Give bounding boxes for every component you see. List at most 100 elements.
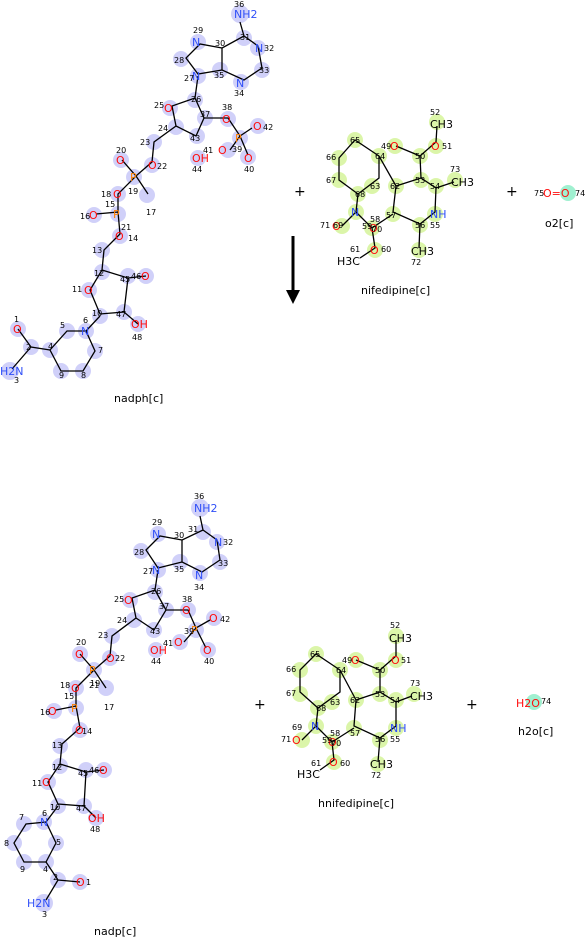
atom-number: 1 <box>86 878 91 887</box>
p-atom: P <box>71 702 78 715</box>
atom-number: 8 <box>4 839 9 848</box>
nadp-label: nadp[c] <box>94 925 136 937</box>
atom-number: 7 <box>98 346 103 355</box>
atom-number: 37 <box>159 602 169 611</box>
nadph-molecule: NH2 N N N N O O P O O O OH P O O O P O O… <box>0 0 274 405</box>
n-atom: N <box>255 42 263 55</box>
atom-number: 21 <box>121 223 131 232</box>
atom-number: 72 <box>411 258 421 267</box>
atom-number: 45 <box>120 275 130 284</box>
atom-number: 11 <box>32 779 42 788</box>
atom-number: 36 <box>194 492 204 501</box>
atom-number: 6 <box>83 316 88 325</box>
atom-number: 59 <box>322 736 332 745</box>
o-atom: O <box>116 154 125 167</box>
atom-number: 65 <box>350 136 360 145</box>
p-atom: P <box>191 624 198 637</box>
atom-number: 19 <box>90 679 100 688</box>
atom-number: 62 <box>390 182 400 191</box>
atom-number: 61 <box>311 759 321 768</box>
atom-number: 47 <box>76 804 86 813</box>
hnifedipine-label: hnifedipine[c] <box>318 797 394 810</box>
nh2-atom: NH2 <box>234 8 258 21</box>
atom-number: 16 <box>80 212 90 221</box>
atom-number: 6 <box>42 809 47 818</box>
atom-number: 54 <box>390 696 400 705</box>
nadph-label: nadph[c] <box>114 392 163 405</box>
h2o-label: h2o[c] <box>518 725 553 738</box>
o-atom: O <box>431 140 440 153</box>
oh-group: OH <box>150 644 167 657</box>
nh-group: NH <box>430 208 447 221</box>
atom-number: 30 <box>174 531 184 540</box>
ch3-group: CH3 <box>370 758 393 771</box>
atom-number: 48 <box>132 333 142 342</box>
o-atom: O <box>106 652 115 665</box>
atom-number: 17 <box>104 703 114 712</box>
p-atom: P <box>89 664 96 677</box>
atom-number: 27 <box>143 567 153 576</box>
atom-number: 7 <box>19 813 24 822</box>
atom-number: 38 <box>182 595 192 604</box>
atom-number: 18 <box>60 681 70 690</box>
o-atom: O <box>99 764 108 777</box>
atom-number: 55 <box>390 735 400 744</box>
atom-number: 14 <box>82 727 92 736</box>
atom-number: 43 <box>150 627 160 636</box>
o-atom: O <box>329 756 338 769</box>
atom-number: 56 <box>375 735 385 744</box>
o-atom: O <box>75 648 84 661</box>
o-atom: O <box>203 644 212 657</box>
atom-number: 5 <box>60 321 65 330</box>
atom-number: 12 <box>94 269 104 278</box>
atom-number: 53 <box>415 176 425 185</box>
p-atom: P <box>130 171 137 184</box>
ch3-group: CH3 <box>411 245 434 258</box>
o-atom: O <box>292 734 301 747</box>
o-atom: O <box>115 230 124 243</box>
atom-number: 67 <box>326 176 336 185</box>
atom-number: 39 <box>184 627 194 636</box>
nifedipine-label: nifedipine[c] <box>361 284 430 297</box>
ch3-group: CH3 <box>451 176 474 189</box>
atom-number: 33 <box>259 66 269 75</box>
atom-number: 5 <box>56 838 61 847</box>
o-atom: O <box>148 159 157 172</box>
atom-number: 68 <box>316 704 326 713</box>
atom-number: 51 <box>401 656 411 665</box>
o-atom: O <box>124 594 133 607</box>
h2n-group: H2N <box>0 365 24 378</box>
atom-number: 57 <box>350 729 360 738</box>
atom-number: 23 <box>98 631 108 640</box>
o-atom: O <box>332 220 341 233</box>
nifedipine-molecule: CH3 O O CH3 NH N O O O H3C CH3 52 49 50 … <box>320 108 474 297</box>
atom-number: 13 <box>52 741 62 750</box>
atom-number: 25 <box>114 595 124 604</box>
atom-number: 55 <box>430 221 440 230</box>
n-atom: N <box>152 528 160 541</box>
atom-number: 15 <box>105 200 115 209</box>
atom-number: 41 <box>203 146 213 155</box>
atom-number: 61 <box>350 245 360 254</box>
o-atom: O <box>209 612 218 625</box>
n-atom: N <box>195 569 203 582</box>
atom-number: 9 <box>59 371 64 380</box>
atom-number: 28 <box>134 548 144 557</box>
atom-number: 43 <box>190 134 200 143</box>
atom-number: 73 <box>410 679 420 688</box>
nh2-atom: NH2 <box>194 502 218 515</box>
atom-number: 21 <box>89 681 99 690</box>
atom-number: 53 <box>375 690 385 699</box>
atom-number: 3 <box>42 910 47 919</box>
atom-number: 70 <box>372 225 382 234</box>
atom-number: 11 <box>72 285 82 294</box>
atom-number: 69 <box>292 723 302 732</box>
h3c-group: H3C <box>297 768 320 781</box>
o2-atoms: O=O <box>543 187 570 200</box>
o-atom: O <box>75 724 84 737</box>
atom-number: 34 <box>234 89 244 98</box>
atom-number: 3 <box>14 376 19 385</box>
atom-number: 51 <box>442 142 452 151</box>
atom-number: 10 <box>92 309 102 318</box>
atom-number: 14 <box>128 234 138 243</box>
